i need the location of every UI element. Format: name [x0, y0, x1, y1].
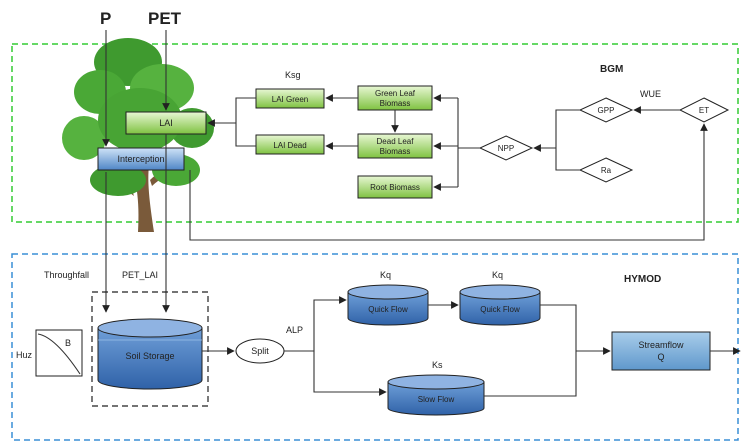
huz-label: Huz: [16, 350, 33, 360]
lai-label: LAI: [159, 118, 173, 128]
slow-flow-tank: [387, 374, 485, 416]
npp-label: NPP: [498, 144, 514, 153]
ksg-label: Ksg: [285, 70, 301, 80]
ra-label: Ra: [601, 166, 612, 175]
alp-label: ALP: [286, 325, 303, 335]
bgm-section-border: [11, 43, 739, 223]
green-leaf-biomass-box: [357, 85, 433, 111]
gpp-ra-bracket: [555, 109, 580, 171]
root-biomass-box: [357, 175, 433, 199]
kq-1-label: Kq: [380, 270, 391, 280]
soil-container: [91, 291, 209, 407]
quick-flow-tank-1: [347, 284, 429, 326]
huz-curve: [37, 333, 81, 375]
pet-input-label: PET: [148, 9, 182, 28]
pet-lai-label: PET_LAI: [122, 270, 158, 280]
gpp-label: GPP: [598, 106, 615, 115]
quick-flow-2-label: Quick Flow: [480, 305, 520, 314]
green-leaf-biomass-line1: Green Leaf: [375, 89, 416, 98]
ks-label: Ks: [432, 360, 443, 370]
streamflow-line1: Streamflow: [638, 340, 684, 350]
npp-diamond: [478, 135, 534, 161]
green-leaf-biomass-line2: Biomass: [380, 99, 411, 108]
lai-bracket: [235, 97, 256, 147]
quick-flow-tank-2: [459, 284, 541, 326]
et-diamond: [678, 97, 730, 123]
soil-storage-label: Soil Storage: [125, 351, 174, 361]
kq-2-label: Kq: [492, 270, 503, 280]
quick-flow-1-label: Quick Flow: [368, 305, 408, 314]
hymod-section-border: [11, 253, 739, 441]
gpp-diamond: [578, 97, 634, 123]
slow-flow-label: Slow Flow: [418, 395, 455, 404]
dead-leaf-biomass-line2: Biomass: [380, 147, 411, 156]
tree-icon: [62, 38, 214, 232]
interception-label: Interception: [117, 154, 164, 164]
b-label: B: [65, 338, 71, 348]
lai-green-label: LAI Green: [272, 95, 308, 104]
et-label: ET: [699, 106, 709, 115]
soil-storage-tank: [97, 318, 203, 390]
p-input-label: P: [100, 9, 111, 28]
lai-dead-label: LAI Dead: [273, 141, 306, 150]
huz-curve-box: [35, 329, 83, 377]
split-to-slow-arrow: [284, 350, 387, 396]
wue-label: WUE: [640, 89, 661, 99]
dead-leaf-biomass-line1: Dead Leaf: [377, 137, 415, 146]
canopy-to-et-arrow: [189, 123, 708, 241]
throughfall-label: Throughfall: [44, 270, 89, 280]
interception-box: [97, 147, 185, 171]
streamflow-box: [611, 331, 711, 371]
split-label: Split: [251, 346, 269, 356]
ra-diamond: [578, 157, 634, 183]
streamflow-line2: Q: [657, 352, 664, 362]
root-biomass-label: Root Biomass: [370, 183, 420, 192]
bgm-section-label: BGM: [600, 64, 623, 75]
lai-dead-box: [255, 134, 325, 155]
hymod-section-label: HYMOD: [624, 274, 661, 285]
